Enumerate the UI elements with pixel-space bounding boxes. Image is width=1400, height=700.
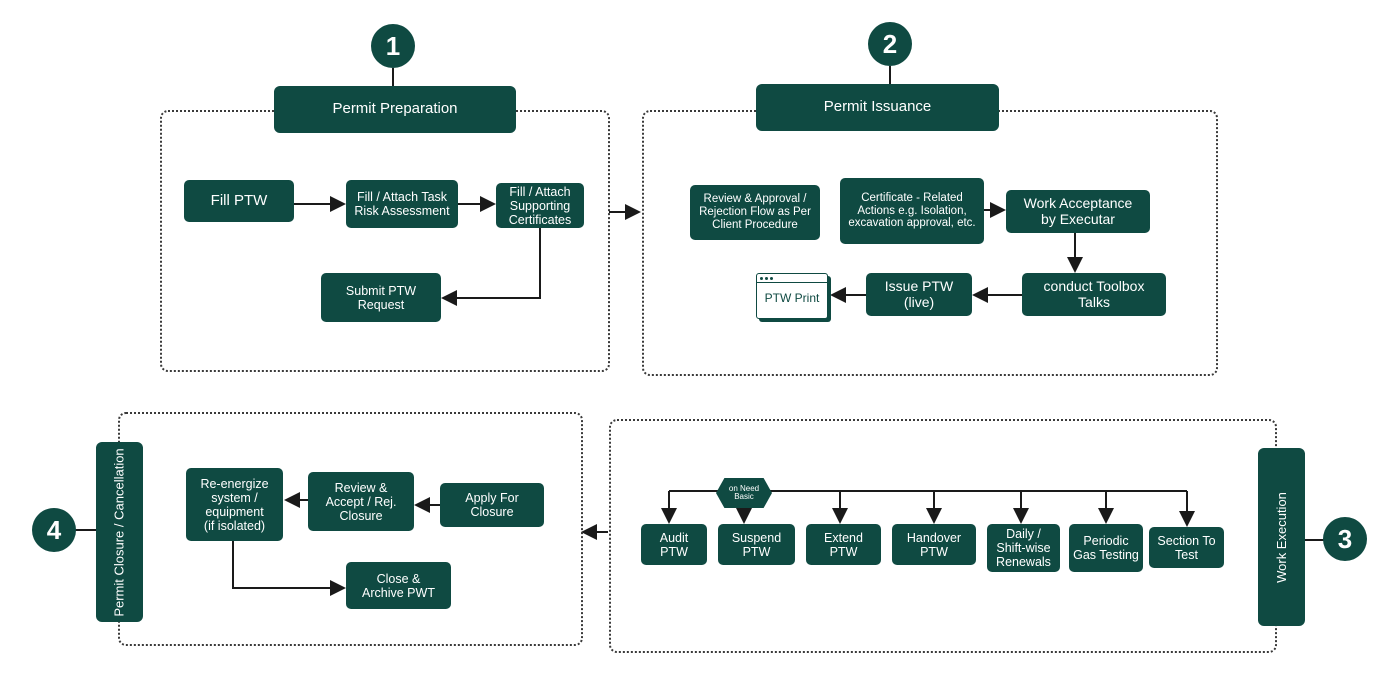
- suspend-ptw-box: Suspend PTW: [718, 524, 795, 565]
- section-to-test-box: Section To Test: [1149, 527, 1224, 568]
- work-acceptance-box: Work Acceptance by Executar: [1006, 190, 1150, 233]
- work-execution-header: Work Execution: [1258, 448, 1305, 626]
- task-risk-assessment-box: Fill / Attach Task Risk Assessment: [346, 180, 458, 228]
- step-3-badge: 3: [1323, 517, 1367, 561]
- re-energize-system-box: Re-energize system / equipment (if isola…: [186, 468, 283, 541]
- step-1-badge: 1: [371, 24, 415, 68]
- permit-closure-header: Permit Closure / Cancellation: [96, 442, 143, 622]
- window-dots-icon: [757, 274, 827, 283]
- periodic-gas-testing-box: Periodic Gas Testing: [1069, 524, 1143, 572]
- review-approval-box: Review & Approval / Rejection Flow as Pe…: [690, 185, 820, 240]
- apply-for-closure-box: Apply For Closure: [440, 483, 544, 527]
- audit-ptw-box: Audit PTW: [641, 524, 707, 565]
- review-accept-closure-box: Review & Accept / Rej. Closure: [308, 472, 414, 531]
- issue-ptw-box: Issue PTW (live): [866, 273, 972, 316]
- step-2-badge: 2: [868, 22, 912, 66]
- extend-ptw-box: Extend PTW: [806, 524, 881, 565]
- step-4-badge: 4: [32, 508, 76, 552]
- toolbox-talks-box: conduct Toolbox Talks: [1022, 273, 1166, 316]
- submit-ptw-request-box: Submit PTW Request: [321, 273, 441, 322]
- supporting-certificates-box: Fill / Attach Supporting Certificates: [496, 183, 584, 228]
- ptw-print-label: PTW Print: [764, 291, 820, 305]
- handover-ptw-box: Handover PTW: [892, 524, 976, 565]
- close-archive-box: Close & Archive PWT: [346, 562, 451, 609]
- fill-ptw-box: Fill PTW: [184, 180, 294, 222]
- ptw-print-card: PTW Print: [756, 273, 828, 319]
- permit-preparation-header: Permit Preparation: [274, 86, 516, 133]
- certificate-actions-box: Certificate - Related Actions e.g. Isola…: [840, 178, 984, 244]
- permit-issuance-header: Permit Issuance: [756, 84, 999, 131]
- permit-preparation-frame: [160, 110, 610, 372]
- shift-renewals-box: Daily / Shift-wise Renewals: [987, 524, 1060, 572]
- on-need-basis-decision: on Need Basic: [716, 478, 772, 508]
